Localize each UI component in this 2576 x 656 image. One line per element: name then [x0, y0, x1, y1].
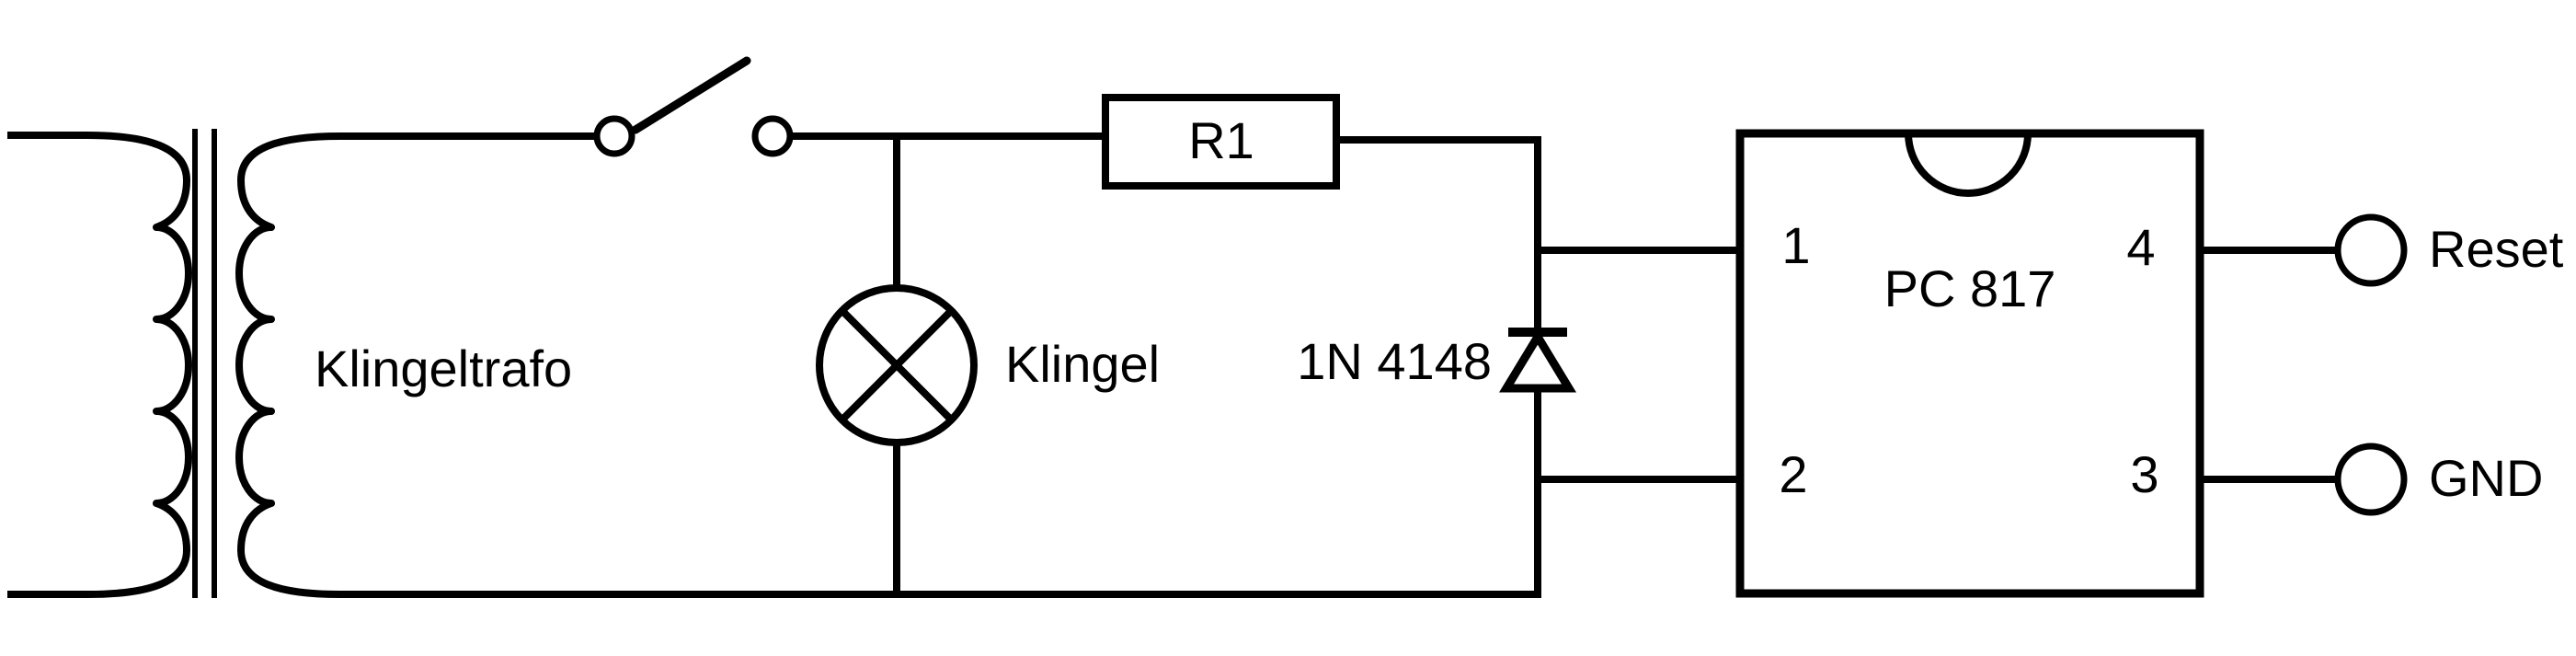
transformer-primary-winding [7, 132, 192, 598]
resistor-body [1102, 94, 1340, 190]
transformer-label: Klingeltrafo [315, 340, 572, 397]
reset-terminal-label: Reset [2429, 220, 2564, 278]
bell-label: Klingel [1005, 335, 1160, 393]
reset-terminal-circle [2334, 213, 2408, 287]
optocoupler-body [1735, 129, 2204, 598]
optocoupler-pin4-number: 4 [2126, 218, 2155, 276]
optocoupler-pc817: PC 817 1 4 2 3 [1735, 129, 2204, 598]
optocoupler-pin3-number: 3 [2130, 445, 2158, 503]
diode-1n4148: 1N 4148 [1297, 328, 1576, 393]
bell-cross-icon [840, 308, 954, 422]
optocoupler-notch [1905, 132, 2032, 197]
gnd-terminal-label: GND [2429, 449, 2543, 507]
diode-label: 1N 4148 [1297, 332, 1492, 390]
switch-symbol [593, 56, 794, 157]
switch-terminal-right [751, 115, 794, 157]
diode-triangle [1499, 328, 1576, 393]
resistor-label: R1 [1188, 111, 1254, 169]
gnd-terminal-circle [2334, 443, 2408, 516]
terminal-gnd: GND [2200, 443, 2543, 516]
bell-symbol: Klingel [816, 136, 1160, 594]
switch-terminal-left [593, 115, 635, 157]
switch-lever [631, 56, 751, 134]
transformer-symbol: Klingeltrafo [7, 129, 594, 598]
terminal-reset: Reset [2200, 213, 2564, 287]
resistor-r1: R1 [1102, 94, 1340, 190]
optocoupler-label: PC 817 [1884, 259, 2056, 317]
transformer-secondary-winding [235, 132, 594, 598]
optocoupler-pin1-number: 1 [1781, 216, 1810, 274]
optocoupler-pin2-number: 2 [1779, 445, 1807, 503]
